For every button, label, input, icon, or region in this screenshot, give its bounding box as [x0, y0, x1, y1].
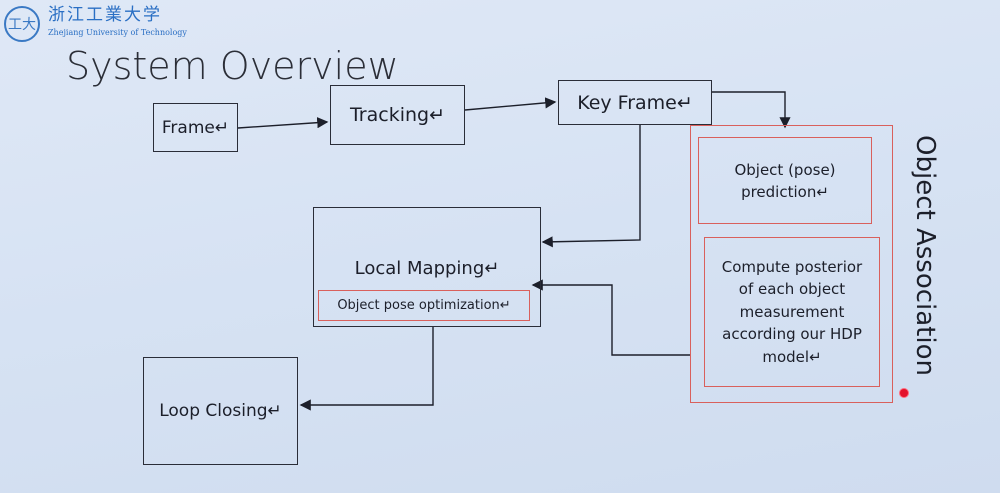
frame-node: Frame↵ [153, 103, 238, 152]
university-name-en: Zhejiang University of Technology [48, 28, 187, 37]
object-pose-prediction-label: Object (pose) prediction↵ [734, 160, 836, 201]
loop-closing-label: Loop Closing↵ [159, 401, 282, 421]
laser-pointer-dot [899, 388, 909, 398]
compute-posterior-node: Compute posterior of each object measure… [704, 237, 880, 387]
local-mapping-label: Local Mapping↵ [354, 258, 500, 279]
key-frame-node: Key Frame↵ [558, 80, 712, 125]
university-logo: 工大 [4, 6, 40, 42]
arrow-frame-to-tracking [237, 117, 329, 129]
slide-title: System Overview [66, 44, 399, 88]
object-pose-prediction-node: Object (pose) prediction↵ [698, 137, 872, 224]
arrow-mapping-to-loopclosing [299, 327, 434, 411]
local-mapping-node: Local Mapping↵ [313, 207, 541, 327]
logo-text: 工大 [8, 17, 36, 33]
university-name-cn: 浙江工業大学 [48, 5, 162, 25]
loop-closing-node: Loop Closing↵ [143, 357, 298, 465]
frame-label: Frame↵ [161, 117, 230, 138]
tracking-label: Tracking↵ [349, 104, 446, 126]
key-frame-label: Key Frame↵ [577, 91, 693, 114]
compute-posterior-label: Compute posterior of each object measure… [721, 257, 863, 366]
arrow-association-to-optimization [531, 279, 690, 356]
arrow-tracking-to-keyframe [464, 97, 557, 111]
object-association-group [690, 125, 893, 403]
object-pose-optimization-node: Object pose optimization↵ [318, 290, 530, 321]
tracking-node: Tracking↵ [330, 85, 465, 145]
arrow-keyframe-to-association [712, 91, 791, 129]
arrow-keyframe-to-mapping [541, 125, 641, 248]
object-pose-optimization-label: Object pose optimization↵ [337, 298, 511, 313]
object-association-label: Object Association [910, 135, 940, 376]
